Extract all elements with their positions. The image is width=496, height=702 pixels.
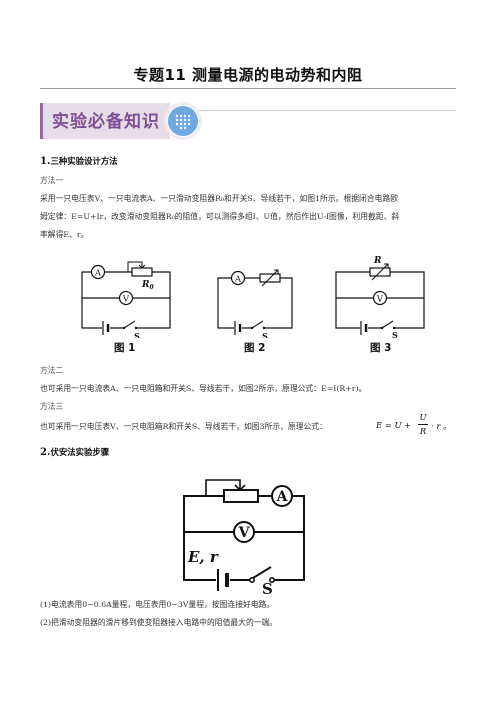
page-title: 专题11 测量电源的电动势和内阻 xyxy=(133,66,363,84)
fig1-voltmeter xyxy=(118,290,134,306)
section-1-title: 三种实验设计方法 xyxy=(50,156,118,166)
section-2-title: 伏安法实验步骤 xyxy=(50,447,110,457)
fig1-rheostat xyxy=(131,267,153,277)
method-3-line: 也可采用一只电压表V、一只电阻箱R和开关S、导线若干，如图3所示，原理公式： xyxy=(40,422,327,431)
method-2-line: 也可采用一只电流表A、一只电阻箱和开关S、导线若干，如图2所示，原理公式：E=I… xyxy=(40,384,367,393)
grid-dots-icon xyxy=(163,101,203,145)
section-2-heading: 2.伏安法实验步骤 xyxy=(40,446,109,458)
fig2-ammeter xyxy=(230,270,246,286)
formula-denominator: R xyxy=(419,426,427,436)
fig1-rheostat-label: R0 xyxy=(141,280,154,291)
main-rheostat xyxy=(223,489,259,503)
fig2-ammeter-label: A xyxy=(234,275,242,285)
main-ammeter-label: A xyxy=(276,489,289,505)
method-2-label: 方法二 xyxy=(40,366,64,375)
figure-2-caption: 图 2 xyxy=(244,342,266,354)
fig1-switch xyxy=(123,320,136,329)
banner-line xyxy=(40,110,456,111)
formula-numerator: U xyxy=(419,412,427,422)
fig3-switch-label: S xyxy=(392,330,398,338)
main-switch xyxy=(252,566,272,579)
fig2-switch-label: S xyxy=(262,331,268,338)
section-1-number: 1. xyxy=(40,156,51,167)
fig1-voltmeter-label: V xyxy=(122,295,130,305)
banner-box xyxy=(40,103,170,139)
method-1-line-1: 采用一只电压表V、一只电流表A、一只滑动变阻器R₀和开关S、导线若干，如图1所示… xyxy=(40,194,399,203)
fig1-ammeter-label: A xyxy=(94,269,102,279)
step-1: (1)电流表用0~0.6A量程，电压表用0~3V量程，按图连接好电路。 xyxy=(40,600,275,609)
fig3-switch xyxy=(381,320,394,329)
main-source-label: E, r xyxy=(187,548,219,566)
title-divider xyxy=(40,88,456,89)
fig3-outer-loop xyxy=(335,271,425,329)
fig3-voltmeter-label: V xyxy=(376,295,384,305)
section-2-number: 2. xyxy=(40,447,51,458)
circuit-figure-2: A S xyxy=(217,269,293,338)
main-ammeter xyxy=(271,485,293,507)
main-switch-label: S xyxy=(262,580,273,594)
main-outer-loop xyxy=(183,495,305,581)
fig2-loop xyxy=(217,277,293,329)
formula-fraction-bar xyxy=(418,424,428,425)
banner-label: 实验必备知识 xyxy=(52,112,160,132)
figure-1-caption: 图 1 xyxy=(114,342,136,354)
main-voltmeter-label: V xyxy=(238,525,251,541)
fig3-voltmeter xyxy=(372,290,388,306)
section-1-heading: 1.三种实验设计方法 xyxy=(40,155,117,167)
method-1-line-2: 姆定律：E=U+Ir，改变滑动变阻器R₀的阻值，可以测得多组I、U值，然后作出U… xyxy=(40,212,400,221)
method-1-label: 方法一 xyxy=(40,176,64,185)
method-3-formula: E = U + U R · r 。 xyxy=(376,412,456,442)
method-1-line-3: 率解得E、r。 xyxy=(40,230,89,239)
circuit-figure-1: R0 A V S xyxy=(81,261,171,338)
formula-lhs: E = U + xyxy=(376,420,412,430)
fig1-ammeter xyxy=(90,264,106,280)
formula-tail: · r 。 xyxy=(431,421,452,431)
fig1-switch-label: S xyxy=(134,331,140,338)
main-voltmeter xyxy=(233,521,255,543)
step-2: (2)把滑动变阻器的滑片移到使变阻器接入电路中的阻值最大的一端。 xyxy=(40,618,278,627)
circuit-figure-3: R V S xyxy=(335,256,425,338)
figure-3-caption: 图 3 xyxy=(370,342,392,354)
fig2-switch xyxy=(251,320,264,329)
circuit-main: A V E, r S xyxy=(183,479,305,594)
fig3-resistance-label: R xyxy=(373,256,382,266)
method-3-label: 方法三 xyxy=(40,402,64,411)
